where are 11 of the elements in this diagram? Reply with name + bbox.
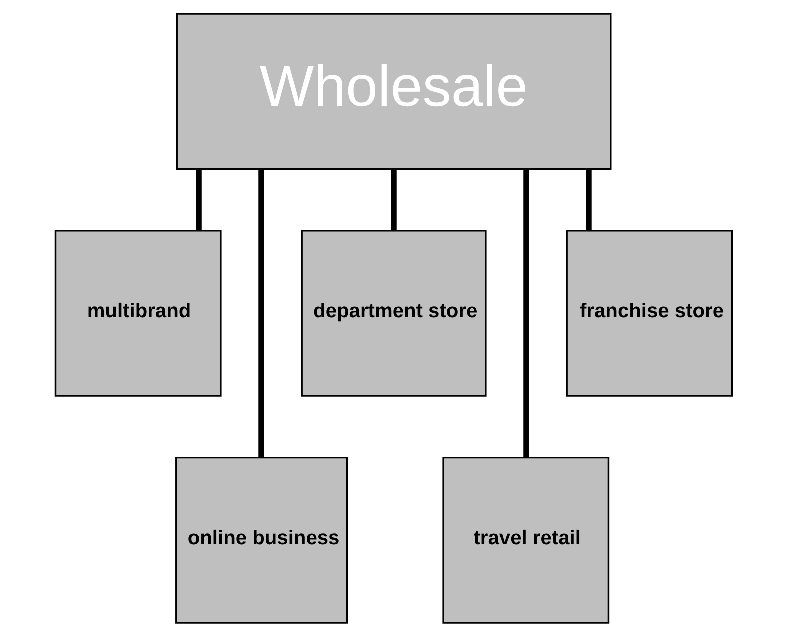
node-box: Wholesale <box>176 13 612 170</box>
connector <box>196 169 202 231</box>
node-box: online business <box>175 456 348 624</box>
connector <box>390 169 396 231</box>
connector <box>258 169 264 458</box>
node-box: travel retail <box>442 456 610 624</box>
node-box: multibrand <box>54 230 222 397</box>
connector <box>523 169 529 458</box>
node-box: department store <box>300 230 486 397</box>
connector <box>586 169 592 231</box>
node-box: franchise store <box>566 230 733 397</box>
